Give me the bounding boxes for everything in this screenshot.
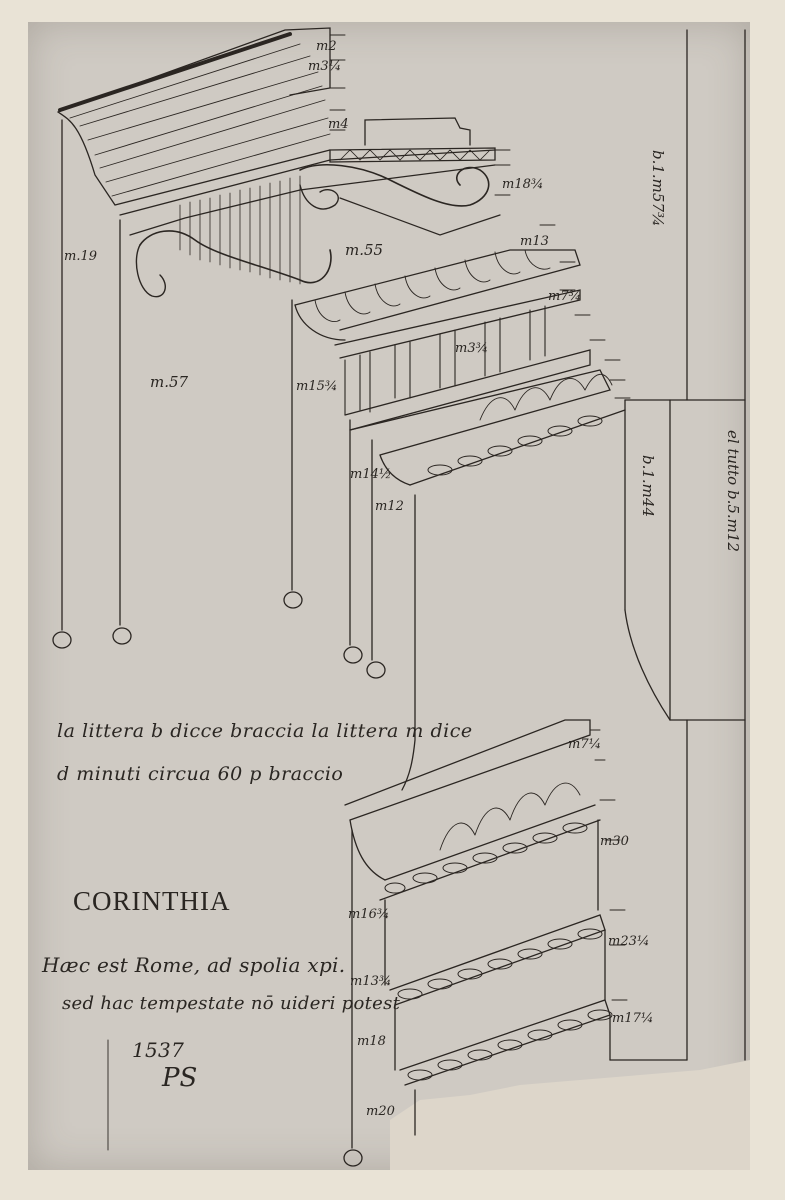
torn-paper-patch	[390, 1060, 750, 1170]
label-m7-1-4: m7¼	[568, 737, 602, 752]
upper-cornice	[57, 27, 626, 486]
inscription-line-2: sed hac tempestate nō uideri potest	[62, 993, 401, 1014]
label-m14: m14½	[350, 467, 392, 482]
label-m13: m13	[520, 234, 549, 249]
label-m57: m.57	[150, 373, 189, 391]
label-m3-1-4: m3¼	[308, 59, 342, 74]
measure-ticks	[329, 34, 631, 1001]
label-vertical-upper: b.1.m57¾	[649, 150, 667, 227]
label-m13-3-4: m13¾	[350, 974, 392, 989]
upper-frieze-block	[401, 399, 746, 791]
plumb-lines	[52, 119, 386, 1167]
label-m18: m18	[357, 1034, 386, 1049]
inscription-line-1: Hæc est Rome, ad spolia xpi.	[42, 953, 346, 977]
label-m7-3-4: m7¾	[548, 289, 582, 304]
label-vertical-middle: b.1.m44	[639, 455, 657, 517]
label-m23-1-4: m23¼	[608, 934, 650, 949]
label-m19: m.19	[64, 249, 98, 264]
label-vertical-right: el tutto b.5.m12	[724, 430, 742, 552]
label-m55: m.55	[345, 241, 384, 259]
label-m15-3-4: m15¾	[296, 379, 338, 394]
inscription-year: 1537	[132, 1038, 185, 1062]
note-line-2: d minuti circua 60 p braccio	[57, 763, 344, 785]
label-m30: m30	[600, 834, 629, 849]
lower-cornice	[344, 719, 688, 1136]
label-m3-3-4: m3¾	[455, 341, 489, 356]
label-m16-3-4: m16¾	[348, 907, 390, 922]
label-m4: m4	[328, 117, 349, 132]
monogram: PS	[162, 1063, 198, 1093]
label-m20: m20	[366, 1104, 395, 1119]
label-m17-1-4: m17¼	[612, 1011, 654, 1026]
label-m2: m2	[316, 39, 337, 54]
note-line-1: la littera b dicce braccia la littera m …	[57, 720, 473, 742]
label-m18-3-4: m18¾	[502, 177, 544, 192]
engraving-plate	[28, 22, 750, 1170]
plate-title: CORINTHIA	[73, 886, 231, 916]
label-m12: m12	[375, 499, 404, 514]
